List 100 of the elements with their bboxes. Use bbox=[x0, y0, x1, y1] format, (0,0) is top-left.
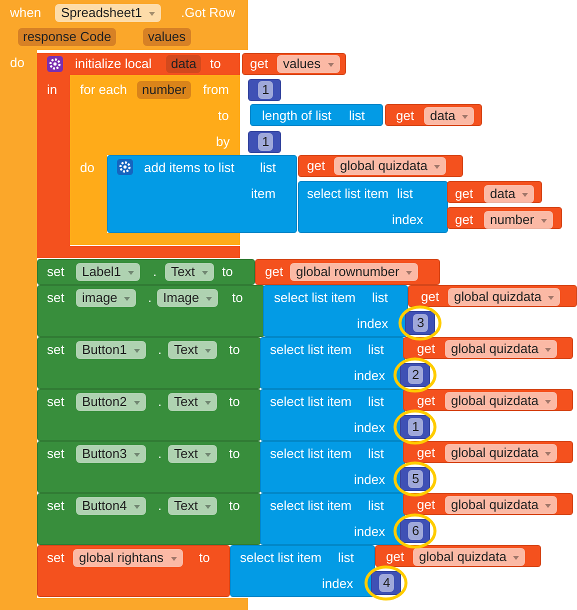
variable-block bbox=[37, 53, 240, 258]
dropdown-field: global quizdata bbox=[445, 340, 558, 358]
dropdown-field: data bbox=[484, 185, 534, 203]
block-label: . bbox=[148, 290, 152, 306]
value-block bbox=[260, 493, 405, 545]
number-block bbox=[400, 415, 430, 439]
block-label: index bbox=[392, 212, 424, 228]
block-label: when bbox=[10, 5, 42, 21]
block-label: . bbox=[153, 264, 157, 280]
dropdown-field: global quizdata bbox=[413, 548, 526, 566]
value-block bbox=[230, 545, 375, 597]
dropdown-field: global quizdata bbox=[445, 496, 558, 514]
block-label: select list item bbox=[307, 186, 389, 202]
block-label: .Got Row bbox=[181, 5, 236, 21]
statement-block bbox=[37, 441, 261, 493]
statement-block bbox=[37, 493, 261, 545]
block-label: get bbox=[417, 341, 436, 357]
block-label: list bbox=[368, 394, 384, 410]
block-label: set bbox=[47, 290, 64, 306]
value-block bbox=[403, 441, 573, 463]
block-label: list bbox=[368, 342, 384, 358]
block-label: . bbox=[158, 342, 162, 358]
block-label: list bbox=[368, 446, 384, 462]
number-field: 5 bbox=[408, 470, 424, 488]
block-label: item bbox=[251, 186, 276, 202]
block-label: set bbox=[47, 394, 64, 410]
block-label: get bbox=[396, 108, 414, 124]
dropdown-field: global quizdata bbox=[445, 392, 558, 410]
dropdown-field: Button1 bbox=[76, 341, 146, 359]
value-block bbox=[255, 259, 440, 285]
loop-block bbox=[70, 75, 240, 245]
number-field: 1 bbox=[258, 133, 274, 151]
variable-name: data bbox=[166, 55, 202, 73]
block-label: set bbox=[47, 498, 64, 514]
block-label: list bbox=[338, 550, 354, 566]
block-label: get bbox=[417, 445, 436, 461]
block-label: index bbox=[354, 524, 386, 540]
number-block bbox=[405, 311, 435, 335]
block-label: set bbox=[47, 446, 64, 462]
variable-name: response Code bbox=[18, 28, 116, 46]
value-block bbox=[403, 389, 573, 411]
block-label: select list item bbox=[270, 446, 352, 462]
block-label: get bbox=[386, 549, 404, 565]
block-label: index bbox=[322, 576, 354, 592]
block-label: to bbox=[229, 342, 240, 358]
statement-block bbox=[37, 337, 261, 389]
block-label: . bbox=[158, 446, 162, 462]
block-label: to bbox=[210, 56, 221, 72]
block-label: select list item bbox=[274, 290, 356, 306]
block-label: add items to list bbox=[144, 160, 234, 176]
block-label: do bbox=[80, 160, 94, 176]
number-block bbox=[400, 467, 430, 491]
block-label: . bbox=[158, 498, 162, 514]
dropdown-field: Text bbox=[168, 341, 217, 359]
value-block bbox=[260, 441, 405, 493]
statement-block bbox=[107, 155, 297, 233]
dropdown-field: global quizdata bbox=[448, 288, 560, 306]
block-label: initialize local bbox=[75, 56, 152, 72]
block-label: to bbox=[199, 550, 210, 566]
block-label: index bbox=[354, 420, 386, 436]
block-label: set bbox=[47, 264, 64, 280]
block-label: to bbox=[229, 394, 240, 410]
block-label: to bbox=[218, 108, 229, 124]
number-field: 4 bbox=[379, 574, 394, 592]
statement-block bbox=[37, 259, 255, 285]
block-label: . bbox=[158, 394, 162, 410]
block-label: get bbox=[417, 497, 436, 513]
block-label: to bbox=[232, 290, 243, 306]
variable-name: values bbox=[143, 28, 191, 46]
value-block bbox=[447, 207, 562, 229]
block-label: get bbox=[455, 212, 474, 228]
dropdown-field: data bbox=[424, 107, 474, 125]
number-block bbox=[400, 363, 430, 387]
dropdown-field: Text bbox=[165, 263, 214, 281]
number-field: 1 bbox=[258, 81, 274, 99]
block-label: index bbox=[354, 368, 386, 384]
number-block bbox=[400, 519, 430, 543]
value-block bbox=[375, 545, 541, 567]
statement-block bbox=[37, 545, 230, 597]
number-field: 2 bbox=[408, 366, 424, 384]
dropdown-field: values bbox=[277, 55, 340, 73]
block-label: get bbox=[307, 158, 326, 174]
block-label: select list item bbox=[270, 394, 352, 410]
dropdown-field: Label1 bbox=[76, 263, 140, 281]
value-block bbox=[403, 493, 573, 515]
statement-block bbox=[37, 389, 261, 441]
block-label: set bbox=[47, 550, 64, 566]
dropdown-field: Button3 bbox=[76, 445, 146, 463]
value-block bbox=[242, 53, 346, 75]
dropdown-field: global quizdata bbox=[445, 444, 558, 462]
block-label: length of list bbox=[262, 108, 332, 124]
block-label: from bbox=[203, 82, 229, 98]
value-block bbox=[447, 181, 542, 203]
block-label: select list item bbox=[240, 550, 322, 566]
block-label: list bbox=[397, 186, 413, 202]
value-block bbox=[385, 104, 482, 126]
value-block bbox=[260, 337, 405, 389]
number-block bbox=[248, 131, 281, 153]
block-label: set bbox=[47, 342, 64, 358]
statement-block bbox=[37, 285, 265, 337]
